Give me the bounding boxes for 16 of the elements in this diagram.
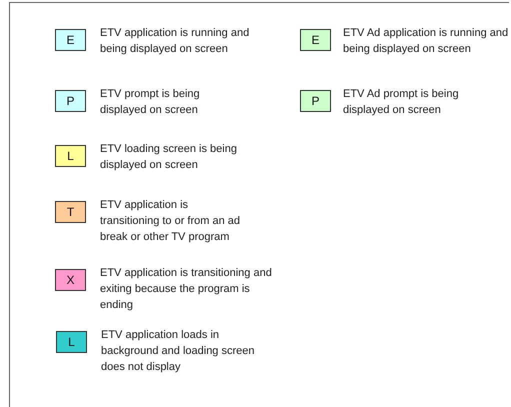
state-description: ETV prompt is being displayed on screen bbox=[100, 87, 201, 118]
state-description: ETV application is transitioning to or from an ad break or other TV program bbox=[100, 198, 242, 245]
state-box: P bbox=[55, 90, 86, 112]
state-box: E bbox=[55, 29, 86, 51]
state-box: P bbox=[300, 90, 331, 112]
state-box: L bbox=[56, 331, 87, 353]
state-box: T bbox=[55, 201, 86, 223]
state-description: ETV Ad prompt is being displayed on screen bbox=[343, 87, 460, 118]
state-box: L bbox=[55, 145, 86, 167]
state-description: ETV application is running and being displayed on screen bbox=[100, 26, 250, 57]
state-description: ETV loading screen is being displayed on screen bbox=[100, 142, 238, 173]
state-description: ETV application loads in background and loading screen does not display bbox=[101, 328, 256, 375]
state-description: ETV Ad application is running and being displayed on screen bbox=[343, 26, 509, 57]
state-box: X bbox=[55, 269, 86, 291]
state-box: E bbox=[300, 29, 331, 51]
state-description: ETV application is transitioning and exiting because the program is ending bbox=[100, 266, 273, 313]
